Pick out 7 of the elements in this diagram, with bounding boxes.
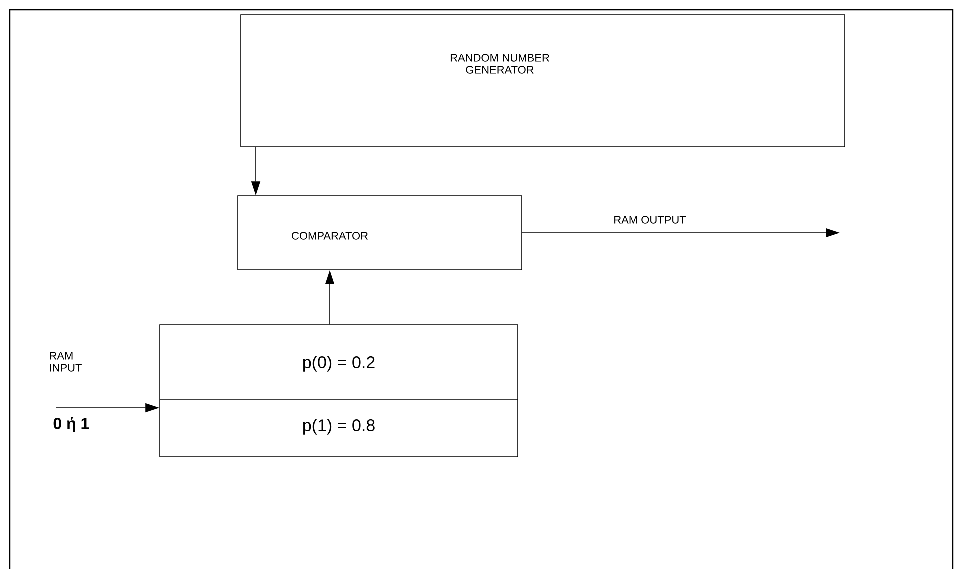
edge-label: RAM OUTPUT bbox=[612, 215, 688, 225]
box-label: RANDOM NUMBER GENERATOR bbox=[450, 54, 550, 74]
box-label: COMPARATOR bbox=[292, 232, 368, 240]
edge-label: RAM INPUT bbox=[48, 351, 90, 373]
input-values: 0 ή 1 bbox=[54, 417, 90, 433]
probability-text: p(1) = 0.8 bbox=[303, 419, 375, 435]
probability-text: p(0) = 0.2 bbox=[303, 356, 375, 372]
